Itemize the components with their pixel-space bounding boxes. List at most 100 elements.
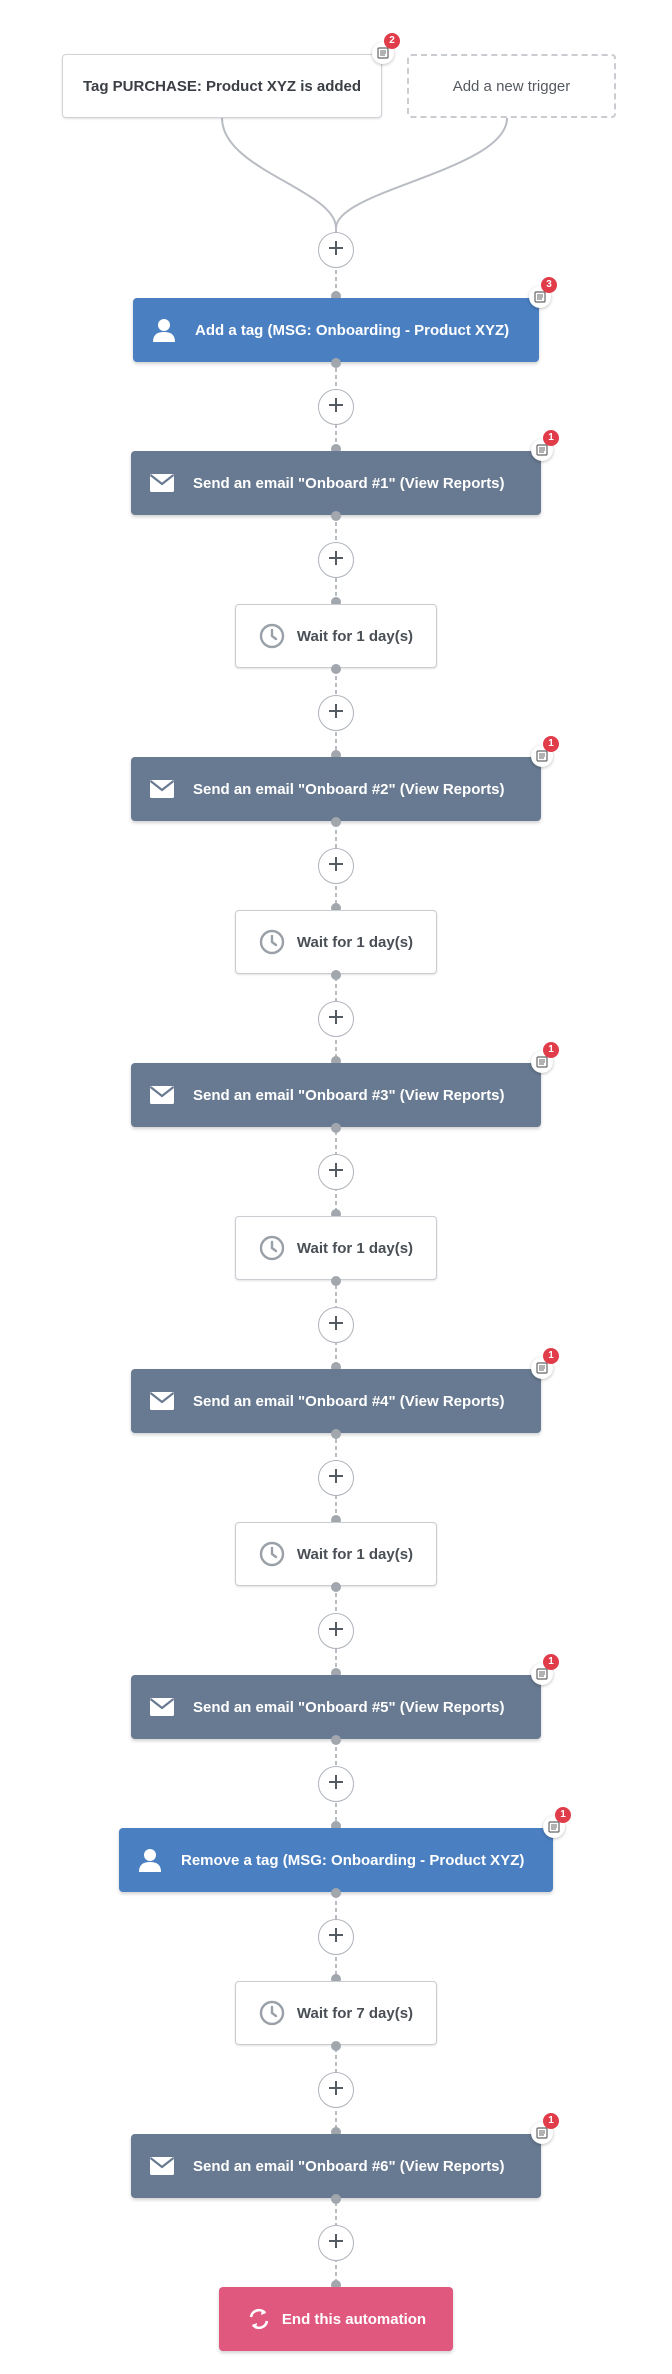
plus-icon xyxy=(327,1314,345,1337)
notes-count: 1 xyxy=(543,1654,559,1670)
plus-icon xyxy=(327,702,345,725)
step-label: Wait for 7 day(s) xyxy=(296,2004,414,2022)
tag-step[interactable]: Remove a tag (MSG: Onboarding - Product … xyxy=(119,1828,553,1892)
step-label: Wait for 1 day(s) xyxy=(296,1239,414,1257)
step-label: Send an email "Onboard #4" (View Reports… xyxy=(193,1392,505,1410)
step-label: Wait for 1 day(s) xyxy=(296,933,414,951)
notes-count: 1 xyxy=(543,1348,559,1364)
wait-step[interactable]: Wait for 1 day(s) xyxy=(235,604,437,668)
step-notes-badge[interactable]: 1 xyxy=(529,1042,559,1075)
notes-count: 1 xyxy=(543,736,559,752)
end-automation-node[interactable]: End this automation xyxy=(219,2287,453,2351)
notes-count: 2 xyxy=(384,33,400,49)
add-step-button[interactable] xyxy=(318,1919,354,1955)
add-step-button[interactable] xyxy=(318,695,354,731)
envelope-icon xyxy=(149,776,175,802)
connector-dot xyxy=(331,1209,341,1219)
plus-icon xyxy=(327,1008,345,1031)
connector-dot xyxy=(331,750,341,760)
connector-dot xyxy=(331,1056,341,1066)
clock-icon xyxy=(259,1541,285,1567)
connector-dot xyxy=(331,1974,341,1984)
add-step-button[interactable] xyxy=(318,1154,354,1190)
send-email-step[interactable]: Send an email "Onboard #6" (View Reports… xyxy=(131,2134,541,2198)
connector-dot xyxy=(331,1888,341,1898)
step-label: Send an email "Onboard #3" (View Reports… xyxy=(193,1086,505,1104)
plus-icon xyxy=(327,1161,345,1184)
connector-dot xyxy=(331,597,341,607)
step-label: Send an email "Onboard #2" (View Reports… xyxy=(193,780,505,798)
user-icon xyxy=(151,317,177,343)
envelope-icon xyxy=(149,1082,175,1108)
step-label: Send an email "Onboard #5" (View Reports… xyxy=(193,1698,505,1716)
connector-dot xyxy=(331,291,341,301)
tag-step[interactable]: Add a tag (MSG: Onboarding - Product XYZ… xyxy=(133,298,539,362)
plus-icon xyxy=(327,549,345,572)
send-email-step[interactable]: Send an email "Onboard #1" (View Reports… xyxy=(131,451,541,515)
connector-dot xyxy=(331,817,341,827)
add-step-button[interactable] xyxy=(318,542,354,578)
envelope-icon xyxy=(149,470,175,496)
connector-dot xyxy=(331,1429,341,1439)
step-label: Send an email "Onboard #6" (View Reports… xyxy=(193,2157,505,2175)
connector-dot xyxy=(331,2041,341,2051)
add-step-button[interactable] xyxy=(318,232,354,268)
connector-dot xyxy=(331,2194,341,2204)
step-label: Add a tag (MSG: Onboarding - Product XYZ… xyxy=(195,321,510,339)
wait-step[interactable]: Wait for 1 day(s) xyxy=(235,910,437,974)
send-email-step[interactable]: Send an email "Onboard #4" (View Reports… xyxy=(131,1369,541,1433)
step-notes-badge[interactable]: 1 xyxy=(529,736,559,769)
step-notes-badge[interactable]: 1 xyxy=(529,430,559,463)
wait-step[interactable]: Wait for 1 day(s) xyxy=(235,1216,437,1280)
add-step-button[interactable] xyxy=(318,848,354,884)
clock-icon xyxy=(259,2000,285,2026)
plus-icon xyxy=(327,1620,345,1643)
step-label: Wait for 1 day(s) xyxy=(296,1545,414,1563)
wait-step[interactable]: Wait for 1 day(s) xyxy=(235,1522,437,1586)
plus-icon xyxy=(327,1467,345,1490)
plus-icon xyxy=(327,2079,345,2102)
envelope-icon xyxy=(149,1388,175,1414)
plus-icon xyxy=(327,1773,345,1796)
add-step-button[interactable] xyxy=(318,1460,354,1496)
refresh-icon xyxy=(246,2306,272,2332)
connector-dot xyxy=(331,903,341,913)
add-step-button[interactable] xyxy=(318,2072,354,2108)
step-notes-badge[interactable]: 1 xyxy=(529,1348,559,1381)
add-new-trigger-button[interactable]: Add a new trigger xyxy=(407,54,616,118)
wait-step[interactable]: Wait for 7 day(s) xyxy=(235,1981,437,2045)
step-notes-badge[interactable]: 1 xyxy=(541,1807,571,1840)
send-email-step[interactable]: Send an email "Onboard #2" (View Reports… xyxy=(131,757,541,821)
clock-icon xyxy=(259,1235,285,1261)
send-email-step[interactable]: Send an email "Onboard #5" (View Reports… xyxy=(131,1675,541,1739)
add-step-button[interactable] xyxy=(318,1001,354,1037)
trigger-notes-badge[interactable]: 2 xyxy=(370,33,400,66)
plus-icon xyxy=(327,855,345,878)
add-step-button[interactable] xyxy=(318,1307,354,1343)
connector-dot xyxy=(331,2280,341,2290)
plus-icon xyxy=(327,1926,345,1949)
trigger-tag-added[interactable]: Tag PURCHASE: Product XYZ is added xyxy=(62,54,382,118)
connector-dot xyxy=(331,1123,341,1133)
step-notes-badge[interactable]: 3 xyxy=(527,277,557,310)
connector-dot xyxy=(331,1362,341,1372)
clock-icon xyxy=(259,623,285,649)
add-step-button[interactable] xyxy=(318,1766,354,1802)
add-trigger-label: Add a new trigger xyxy=(452,77,571,95)
plus-icon xyxy=(327,239,345,262)
plus-icon xyxy=(327,2232,345,2255)
add-step-button[interactable] xyxy=(318,2225,354,2261)
add-step-button[interactable] xyxy=(318,1613,354,1649)
add-step-button[interactable] xyxy=(318,389,354,425)
connector-dot xyxy=(331,1276,341,1286)
connector-dot xyxy=(331,511,341,521)
send-email-step[interactable]: Send an email "Onboard #3" (View Reports… xyxy=(131,1063,541,1127)
connector-dot xyxy=(331,444,341,454)
step-notes-badge[interactable]: 1 xyxy=(529,2113,559,2146)
step-notes-badge[interactable]: 1 xyxy=(529,1654,559,1687)
connector-dot xyxy=(331,358,341,368)
connector-dot xyxy=(331,2127,341,2137)
notes-count: 1 xyxy=(543,2113,559,2129)
notes-count: 3 xyxy=(541,277,557,293)
